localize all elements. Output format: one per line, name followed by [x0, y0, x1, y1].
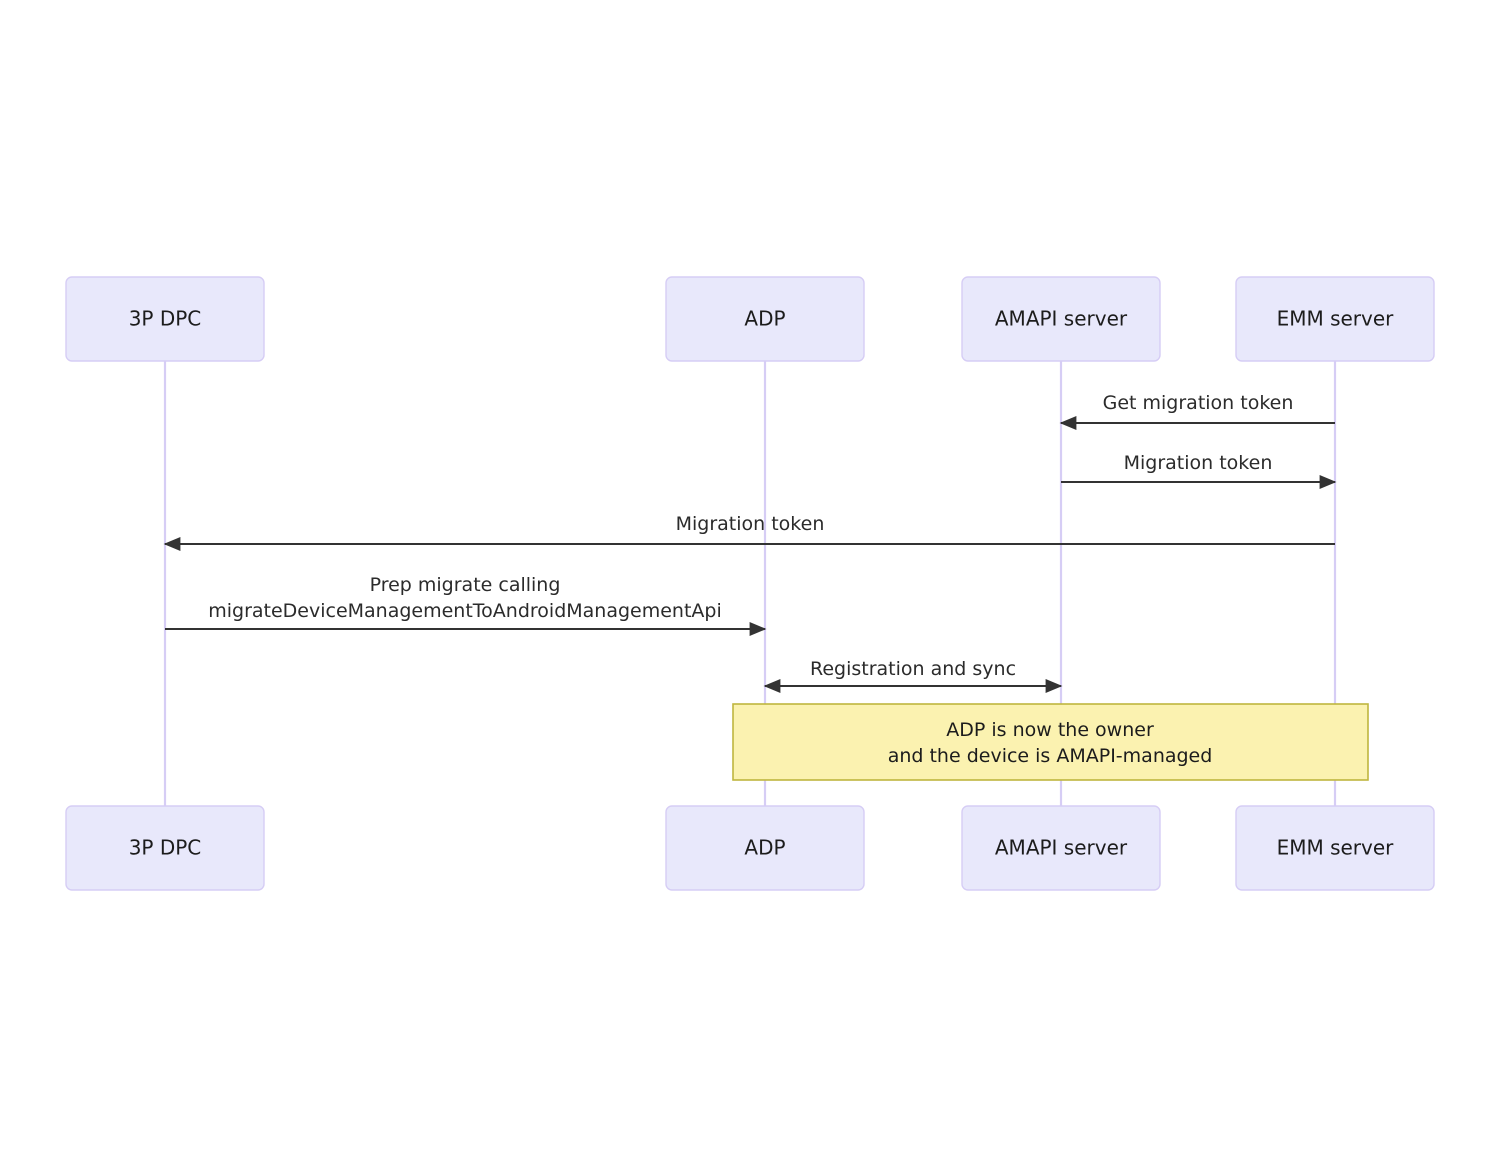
actor-box-adp-top[interactable] [665, 276, 865, 362]
actor-label-emm-top: EMM server [1277, 307, 1395, 331]
note-text-n1-line2: and the device is AMAPI-managed [888, 745, 1213, 767]
actor-boxes-bottom: 3P DPC ADP AMAPI server EMM server [65, 805, 1435, 891]
note-box-n1 [732, 703, 1369, 781]
message-label-m5: Registration and sync [810, 658, 1016, 680]
message-label-m2: Migration token [1124, 452, 1273, 474]
actor-label-dpc-top: 3P DPC [129, 307, 202, 331]
actor-label-amapi-top: AMAPI server [995, 307, 1128, 331]
message-label-m4-line1: Prep migrate calling [370, 574, 561, 596]
actor-label-amapi-bottom: AMAPI server [995, 836, 1128, 860]
actor-label-adp-top: ADP [744, 307, 785, 331]
note-text-n1-line1: ADP is now the owner [946, 719, 1154, 741]
actor-box-emm-bottom[interactable] [1235, 805, 1435, 891]
message-label-m4-line2: migrateDeviceManagementToAndroidManageme… [208, 600, 722, 622]
actor-box-emm-top[interactable] [1235, 276, 1435, 362]
actor-box-dpc-top[interactable] [65, 276, 265, 362]
actor-box-amapi-top[interactable] [961, 276, 1161, 362]
actor-box-adp-bottom[interactable] [665, 805, 865, 891]
notes-group: ADP is now the owner and the device is AM… [732, 703, 1369, 781]
actor-label-dpc-bottom: 3P DPC [129, 836, 202, 860]
actor-label-adp-bottom: ADP [744, 836, 785, 860]
actor-box-amapi-bottom[interactable] [961, 805, 1161, 891]
actor-boxes-top: 3P DPC ADP AMAPI server EMM server [65, 276, 1435, 362]
message-label-m3: Migration token [676, 513, 825, 535]
actor-label-emm-bottom: EMM server [1277, 836, 1395, 860]
message-label-m1: Get migration token [1103, 392, 1294, 414]
actor-box-dpc-bottom[interactable] [65, 805, 265, 891]
